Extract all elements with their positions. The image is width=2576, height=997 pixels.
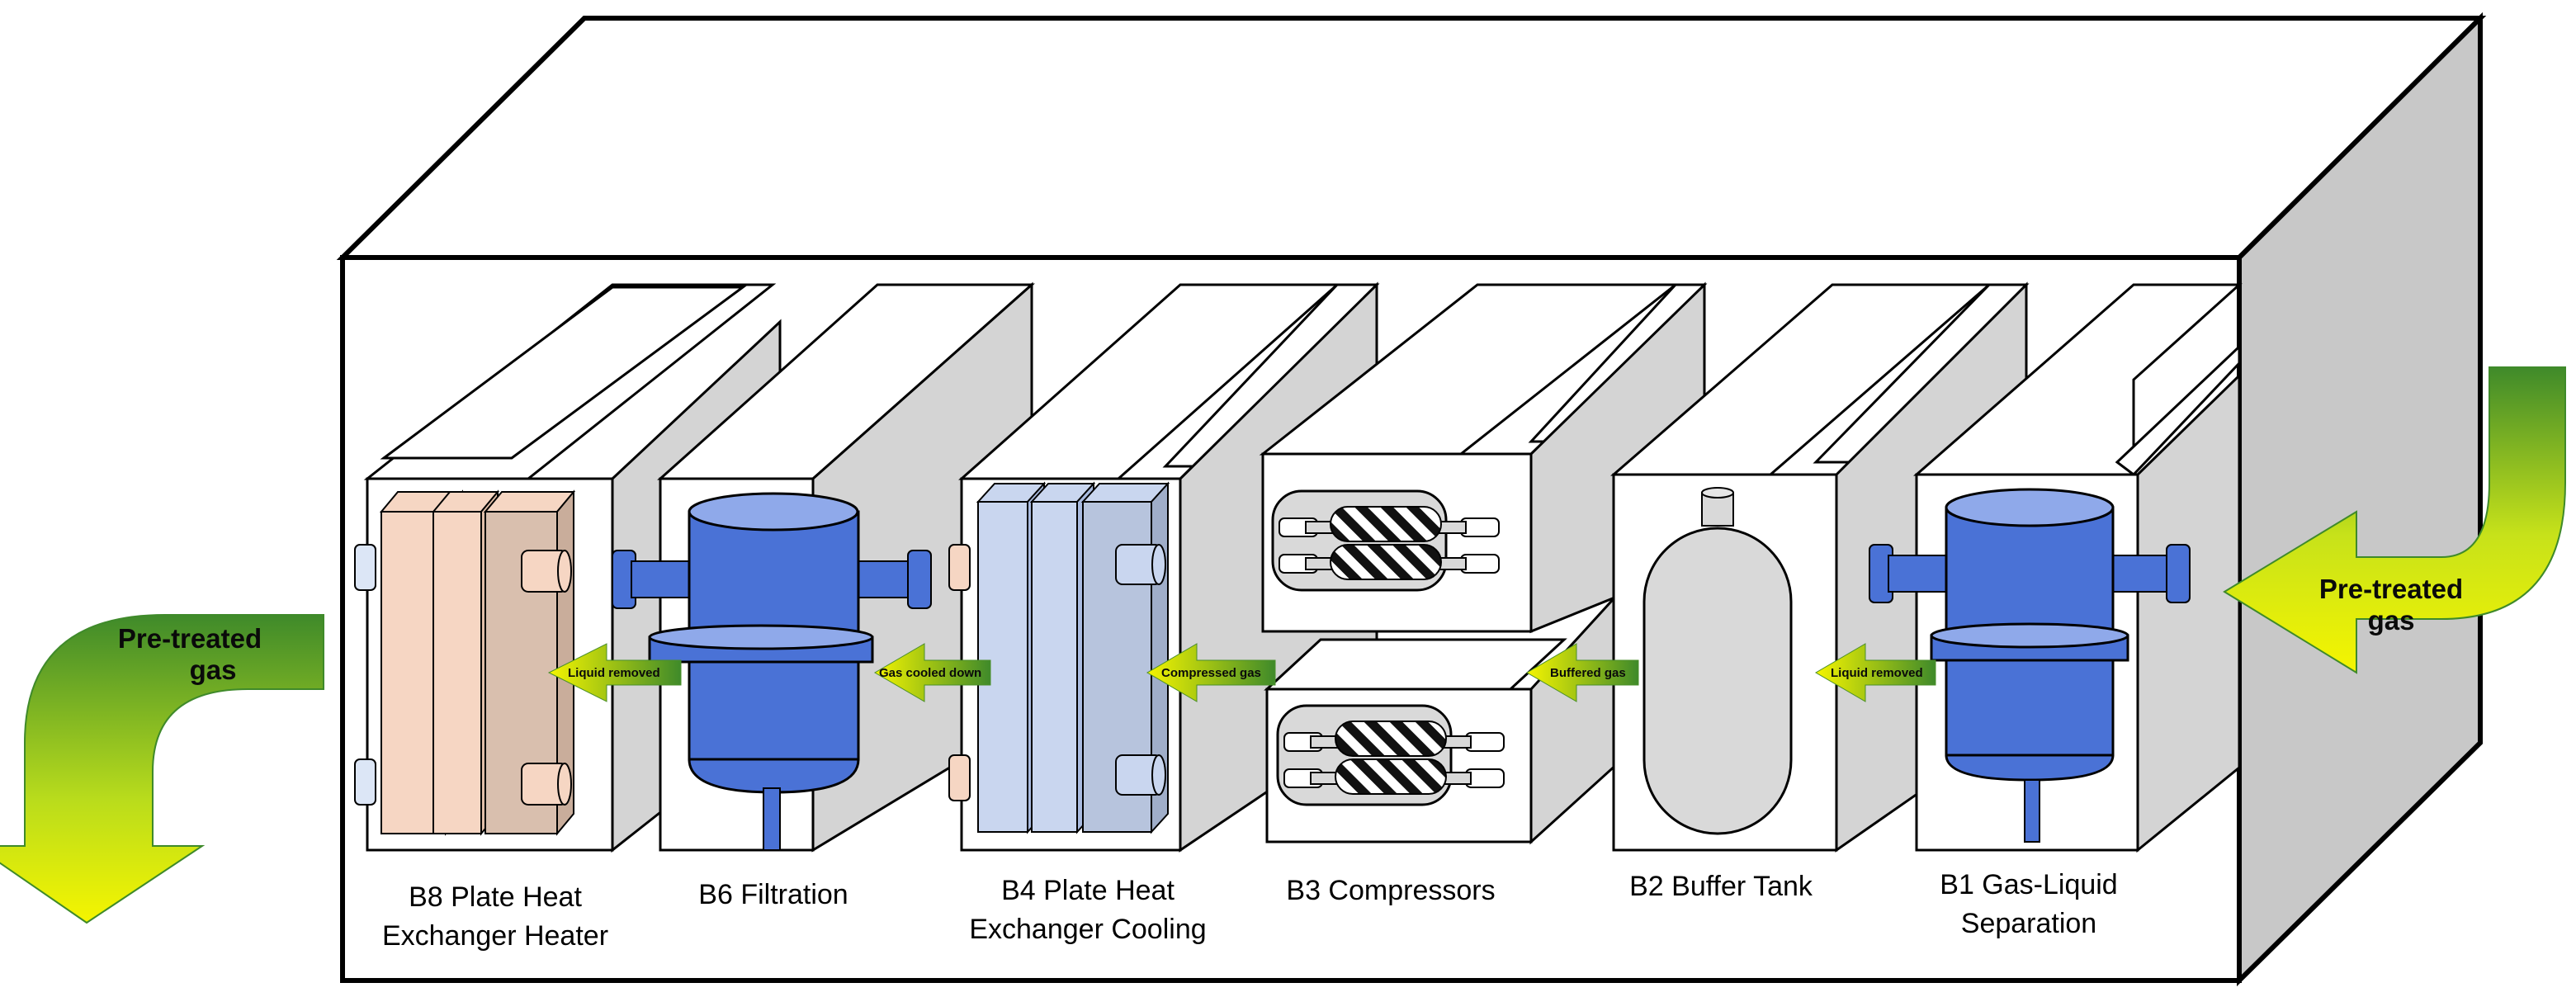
outlet-label-line1: Pre-treated <box>118 623 262 654</box>
compressor-bottom <box>1276 704 1505 806</box>
module-b6 <box>612 281 1035 853</box>
inlet-label-line2: gas <box>2368 605 2415 636</box>
module-b1 <box>1869 283 2243 853</box>
stream-b4-b6: Gas cooled down <box>874 643 991 702</box>
buffer-tank-vessel <box>1642 487 1793 835</box>
label-b8-line1: B8 Plate Heat <box>409 881 582 913</box>
cooler-plates <box>948 481 1170 834</box>
inlet-label-line1: Pre-treated <box>2319 574 2463 604</box>
module-labels: B8 Plate Heat Exchanger Heater B6 Filtra… <box>382 869 2118 952</box>
heater-plates <box>354 489 576 836</box>
label-b1-line2: Separation <box>1961 908 2096 939</box>
outlet-label-line2: gas <box>190 654 237 685</box>
outlet-arrow: Pre-treated gas <box>0 614 324 924</box>
inlet-arrow: Pre-treated gas <box>2223 366 2566 674</box>
stream-b2-b3: Buffered gas <box>1526 643 1639 702</box>
enclosure-top <box>336 16 2487 260</box>
label-b2: B2 Buffer Tank <box>1629 871 1813 902</box>
stream-label-b1-b2: Liquid removed <box>1831 666 1923 680</box>
label-b1-line1: B1 Gas-Liquid <box>1940 869 2117 900</box>
label-b4-line2: Exchanger Cooling <box>969 914 1206 945</box>
compressor-top <box>1271 489 1500 592</box>
label-b8-line2: Exchanger Heater <box>382 920 608 952</box>
stream-label-b6-b8: Liquid removed <box>568 666 660 680</box>
stream-label-b3-b4: Compressed gas <box>1161 666 1261 680</box>
filter-vessel <box>612 492 932 851</box>
stream-b3-b4: Compressed gas <box>1146 643 1276 702</box>
stream-b1-b2: Liquid removed <box>1815 643 1936 702</box>
stream-b6-b8: Liquid removed <box>547 643 682 702</box>
label-b6: B6 Filtration <box>698 879 848 910</box>
label-b4-line1: B4 Plate Heat <box>1001 875 1175 906</box>
stream-label-b2-b3: Buffered gas <box>1550 666 1626 680</box>
label-b3: B3 Compressors <box>1286 875 1495 906</box>
stream-label-b4-b6: Gas cooled down <box>879 666 981 680</box>
separator-vessel <box>1869 488 2191 843</box>
